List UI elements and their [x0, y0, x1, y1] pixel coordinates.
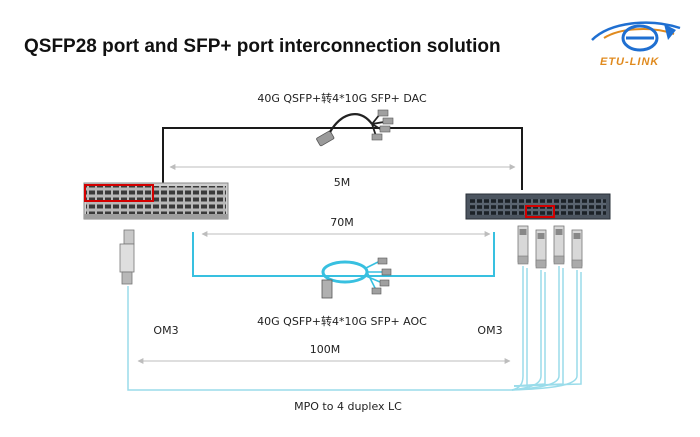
dac-distance-label: 5M	[333, 176, 351, 189]
logo-text: ETU-LINK	[600, 56, 660, 68]
page-title: QSFP28 port and SFP+ port interconnectio…	[24, 36, 501, 57]
sfp-transceiver-icon	[517, 225, 583, 269]
sfp-port-highlight	[525, 205, 555, 218]
e-logo-icon	[591, 21, 681, 52]
qsfp-transceiver-icon	[119, 229, 135, 285]
dac-label: 40G QSFP+转4*10G SFP+ DAC	[257, 92, 427, 105]
qsfp28-switch-icon	[83, 182, 229, 220]
mpo-fiber-line	[127, 266, 582, 391]
om3-right-label: OM3	[477, 324, 503, 337]
om3-left-label: OM3	[153, 324, 179, 337]
aoc-label: 40G QSFP+转4*10G SFP+ AOC	[257, 315, 427, 328]
aoc-cable-line	[192, 232, 495, 277]
mpo-distance-label: 100M	[309, 343, 341, 356]
aoc-distance-label: 70M	[330, 216, 354, 229]
qsfp28-port-highlight	[84, 184, 154, 202]
dac-cable-icon	[316, 109, 394, 147]
dac-cable-line	[162, 127, 523, 190]
sfp-plus-switch-icon	[465, 193, 611, 220]
aoc-cable-icon	[321, 257, 392, 299]
mpo-label: MPO to 4 duplex LC	[294, 400, 402, 413]
